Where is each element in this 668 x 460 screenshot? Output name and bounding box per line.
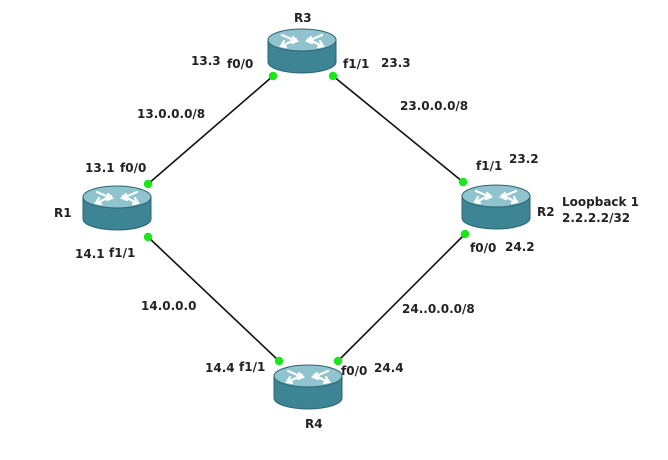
r2-f11-ip: 23.2 xyxy=(509,152,539,166)
network-r3-r2-label: 23.0.0.0/8 xyxy=(400,99,468,113)
r1-f00-ip: 13.1 xyxy=(85,161,115,175)
r4-f11-port: f1/1 xyxy=(239,360,265,374)
port-dot-r2-f00 xyxy=(460,229,470,239)
r4-f00-port: f0/0 xyxy=(341,364,367,378)
port-dot-r4-f00 xyxy=(333,356,343,366)
r2-f11-port: f1/1 xyxy=(476,159,502,173)
r1-f00-port: f0/0 xyxy=(120,161,146,175)
router-r3-icon[interactable] xyxy=(266,27,338,75)
r4-f00-ip: 24.4 xyxy=(374,361,404,375)
port-dot-r3-f00 xyxy=(268,71,278,81)
r3-f11-port: f1/1 xyxy=(343,57,369,71)
r3-f00-ip: 13.3 xyxy=(191,54,221,68)
link-r1-r3 xyxy=(147,75,274,185)
router-r4-icon[interactable] xyxy=(272,363,344,411)
router-r2-icon[interactable] xyxy=(460,183,532,231)
network-r4-r2-label: 24..0.0.0/8 xyxy=(402,302,475,316)
r2-f00-ip: 24.2 xyxy=(505,240,535,254)
r3-f11-ip: 23.3 xyxy=(381,56,411,70)
port-dot-r2-f11 xyxy=(458,177,468,187)
network-r1-r3-label: 13.0.0.0/8 xyxy=(137,107,205,121)
port-dot-r3-f11 xyxy=(328,71,338,81)
r2-loopback-address: 2.2.2.2/32 xyxy=(562,211,630,225)
r3-f00-port: f0/0 xyxy=(227,57,253,71)
router-r2-name: R2 xyxy=(537,205,555,219)
router-r1-name: R1 xyxy=(54,206,72,220)
r2-loopback-name: Loopback 1 xyxy=(562,195,639,209)
r1-f11-port: f1/1 xyxy=(109,246,135,260)
router-r4-name: R4 xyxy=(305,417,323,431)
router-r3-name: R3 xyxy=(294,11,312,25)
port-dot-r4-f11 xyxy=(274,356,284,366)
r4-f11-ip: 14.4 xyxy=(205,361,235,375)
r1-f11-ip: 14.1 xyxy=(75,247,105,261)
network-r1-r4-label: 14.0.0.0 xyxy=(141,299,196,313)
link-r3-r2 xyxy=(332,75,464,183)
router-r1-icon[interactable] xyxy=(81,184,153,232)
port-dot-r1-f11 xyxy=(143,232,153,242)
link-r4-r2 xyxy=(337,233,466,362)
port-dot-r1-f00 xyxy=(143,179,153,189)
link-r1-r4 xyxy=(147,236,280,362)
r2-f00-port: f0/0 xyxy=(470,241,496,255)
